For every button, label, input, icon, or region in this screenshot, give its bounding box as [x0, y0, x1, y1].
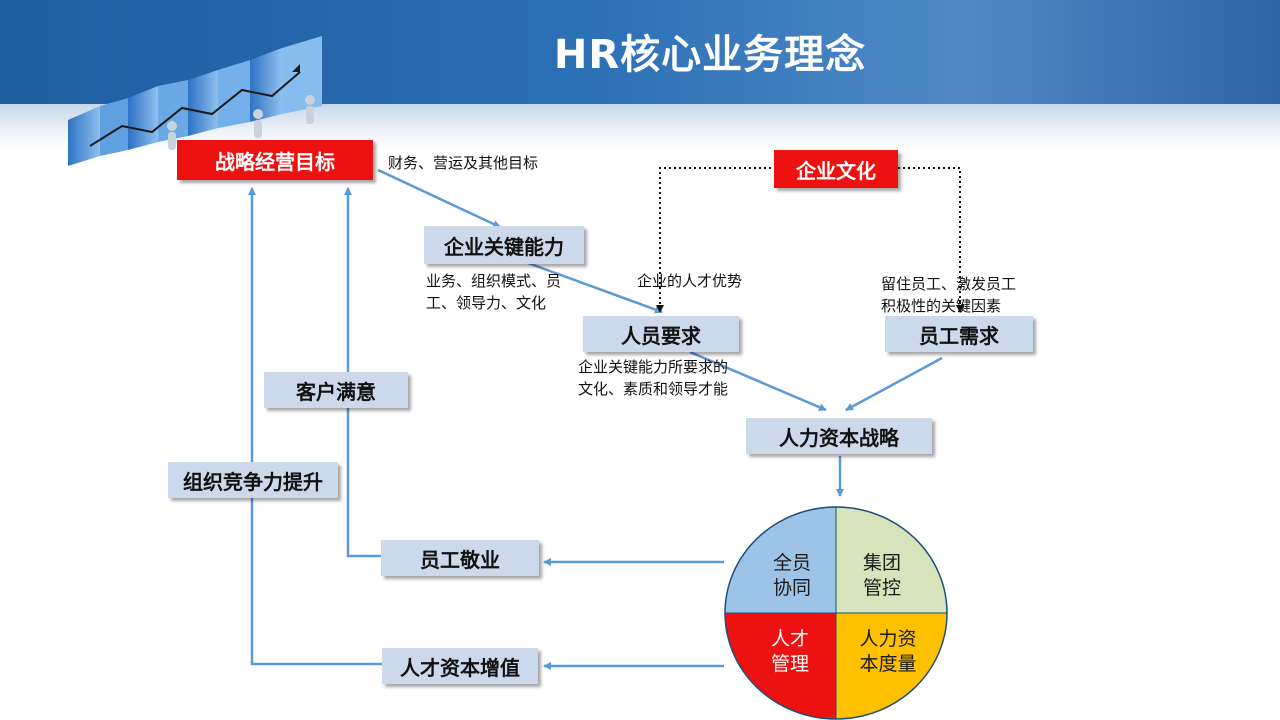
- org-competitiveness-box: 组织竞争力提升: [168, 462, 338, 498]
- personnel-requirements-box: 人员要求: [583, 316, 739, 352]
- illustration-arrowhead: [292, 64, 300, 72]
- customer-satisfaction-box: 客户满意: [264, 372, 408, 408]
- note-retain-employees: 留住员工、激发员工 积极性的关键因素: [881, 273, 1016, 317]
- note-capability-detail: 业务、组织模式、员 工、领导力、文化: [426, 270, 561, 314]
- quadrant-top-right-line2: 管控: [862, 577, 901, 599]
- arrow-engagement-to-goal: [344, 187, 382, 558]
- quadrant-team-collaboration: [725, 507, 836, 613]
- illustration-bars: [68, 36, 322, 166]
- note-requirements-detail: 企业关键能力所要求的 文化、素质和领导才能: [578, 356, 728, 400]
- illustration-figures: [167, 95, 315, 150]
- quadrant-label-bottom-right: 人力资本度量: [846, 626, 930, 678]
- arrow-talent-value-to-goal: [248, 187, 382, 666]
- quadrant-bottom-left-line1: 人才: [770, 628, 809, 650]
- key-capability-box: 企业关键能力: [424, 226, 584, 264]
- illustration-trend-line: [89, 71, 301, 147]
- dotted-culture-to-requirements: [656, 167, 776, 313]
- quadrant-top-right-line1: 集团: [862, 552, 901, 574]
- quadrant-label-top-right: 集团管控: [846, 550, 918, 602]
- quadrant-top-left-line1: 全员: [772, 552, 811, 574]
- arrow-capability-to-requirements: [527, 261, 663, 314]
- quadrant-label-top-left: 全员协同: [756, 550, 828, 602]
- quadrant-bottom-left-line2: 管理: [770, 653, 809, 675]
- arrow-goal-to-capability: [377, 168, 501, 229]
- quadrant-capital-measurement: [836, 613, 947, 719]
- arrow-needs-to-strategy: [845, 356, 943, 412]
- arrow-requirements-to-strategy: [689, 350, 827, 412]
- note-retain-line2: 积极性的关键因素: [881, 297, 1002, 315]
- quadrant-bottom-right-line1: 人力资: [859, 628, 917, 650]
- hr-quadrant-circle: [724, 506, 948, 720]
- employee-engagement-box: 员工敬业: [381, 540, 539, 576]
- growth-chart-illustration: [68, 36, 322, 166]
- quadrant-group-control: [836, 507, 947, 613]
- employee-needs-box: 员工需求: [885, 316, 1033, 352]
- strategic-goal-box: 战略经营目标: [177, 140, 373, 180]
- note-requirements-line2: 文化、素质和领导才能: [578, 380, 729, 398]
- human-capital-strategy-box: 人力资本战略: [746, 418, 932, 454]
- quadrant-label-bottom-left: 人才管理: [754, 626, 826, 678]
- talent-capital-value-box: 人才资本增值: [382, 648, 538, 684]
- quadrant-bottom-right-line2: 本度量: [859, 653, 917, 675]
- note-talent-advantage: 企业的人才优势: [637, 272, 743, 290]
- corporate-culture-box: 企业文化: [774, 150, 898, 188]
- note-capability-line2: 工、领导力、文化: [426, 294, 547, 312]
- dotted-culture-to-needs: [898, 167, 964, 313]
- note-capability-line1: 业务、组织模式、员: [426, 272, 562, 290]
- quadrant-talent-management: [725, 613, 836, 719]
- quadrant-top-left-line2: 协同: [772, 577, 811, 599]
- note-retain-line1: 留住员工、激发员工: [881, 275, 1017, 293]
- note-requirements-line1: 企业关键能力所要求的: [578, 358, 729, 376]
- note-finance-goals: 财务、营运及其他目标: [388, 154, 539, 172]
- slide-title: HR核心业务理念: [553, 32, 867, 78]
